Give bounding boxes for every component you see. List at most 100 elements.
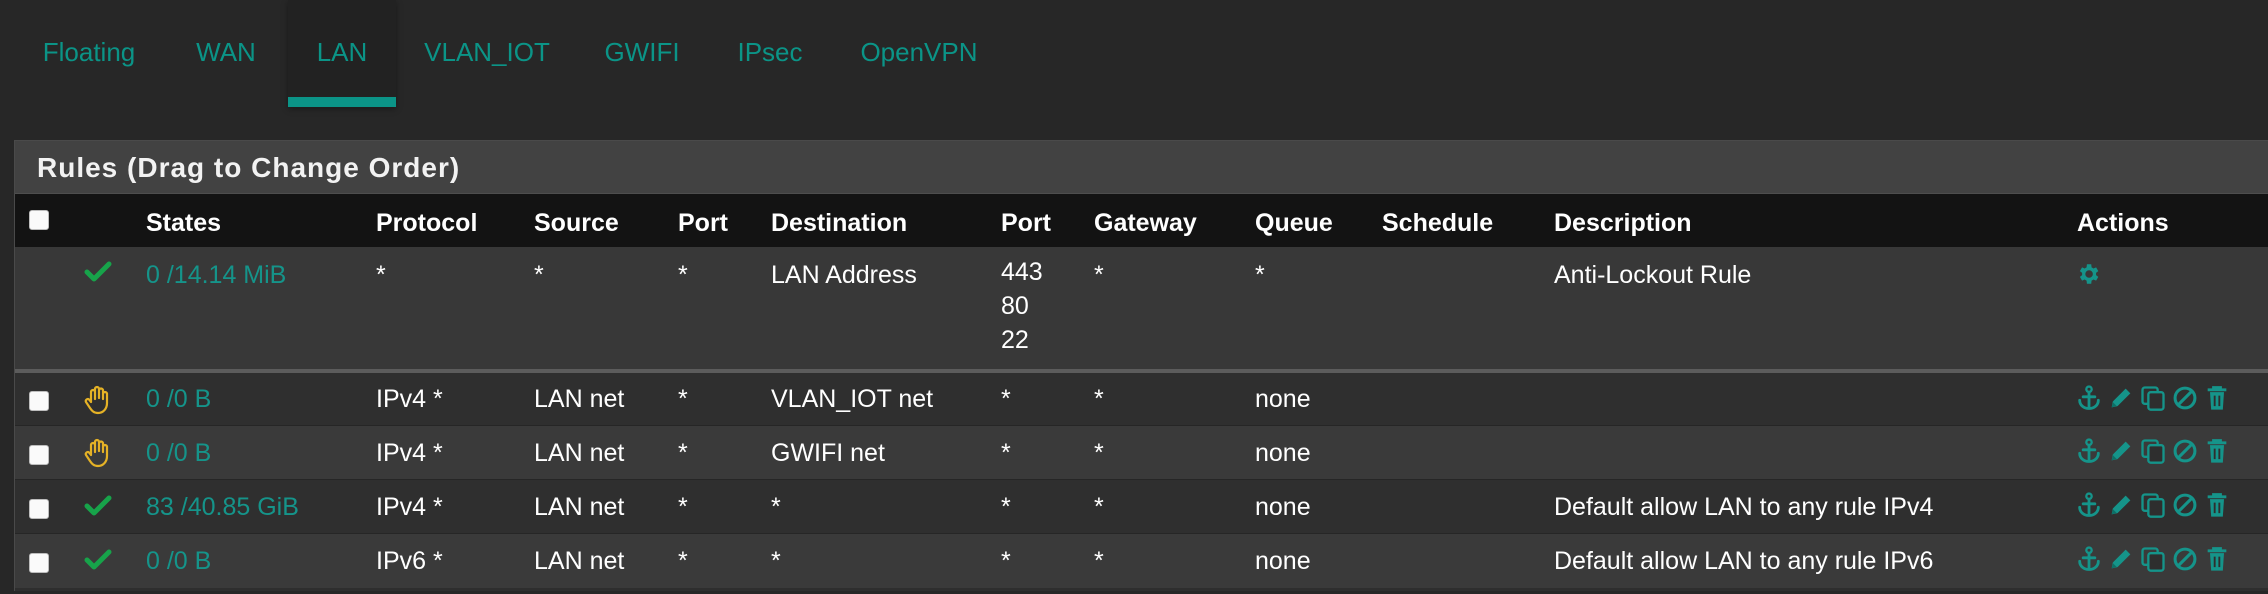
disable-icon[interactable] [2171,545,2199,573]
protocol-cell: * [376,261,386,289]
anchor-icon[interactable] [2075,545,2103,573]
states-link[interactable]: 0 /0 B [146,439,212,467]
header-gateway[interactable]: Gateway [1094,209,1197,237]
tab-floating[interactable]: Floating [42,36,136,67]
table-row-anti-lockout[interactable]: 0 /14.14 MiB * * * LAN Address 443 80 22… [15,247,2268,373]
tab-gwifi[interactable]: GWIFI [604,36,680,67]
pencil-icon[interactable] [2107,545,2135,573]
header-protocol[interactable]: Protocol [376,209,478,237]
states-link[interactable]: 0 /14.14 MiB [146,261,287,289]
disable-icon[interactable] [2171,384,2199,412]
queue-cell: none [1255,493,1311,521]
tab-wan[interactable]: WAN [196,36,256,67]
check-icon [84,495,112,516]
header-dest-port[interactable]: Port [1001,209,1051,237]
row-checkbox[interactable] [29,553,49,573]
header-description[interactable]: Description [1554,209,1692,237]
disable-icon[interactable] [2171,491,2199,519]
tab-bar: Floating WAN LAN VLAN_IOT GWIFI IPsec Op… [0,0,2268,107]
dest-port-cell: * [1001,385,1011,413]
trash-icon[interactable] [2203,545,2231,573]
table-row[interactable]: 83 /40.85 GiB IPv4 * LAN net * * * * non… [15,480,2268,534]
port-cell: * [678,439,688,467]
description-cell: Default allow LAN to any rule IPv4 [1554,493,1934,521]
anchor-icon[interactable] [2075,437,2103,465]
trash-icon[interactable] [2203,491,2231,519]
select-all-checkbox[interactable] [29,210,49,230]
states-link[interactable]: 83 /40.85 GiB [146,493,299,521]
source-cell: LAN net [534,439,625,467]
tab-vlan-iot[interactable]: VLAN_IOT [424,36,550,67]
pencil-icon[interactable] [2107,491,2135,519]
header-actions: Actions [2077,209,2169,237]
anchor-icon[interactable] [2075,491,2103,519]
port-cell: * [678,547,688,575]
header-port[interactable]: Port [678,209,728,237]
dest-port-value: 22 [1001,326,1029,354]
header-states[interactable]: States [146,209,222,237]
port-cell: * [678,261,688,289]
dest-port-cell: * [1001,493,1011,521]
gateway-cell: * [1094,493,1104,521]
destination-cell: VLAN_IOT net [771,385,934,413]
pencil-icon[interactable] [2107,384,2135,412]
table-row[interactable]: 0 /0 B IPv4 * LAN net * GWIFI net * * no… [15,426,2268,480]
protocol-cell: IPv4 * [376,385,443,413]
panel-title: Rules (Drag to Change Order) [37,152,461,183]
table-row[interactable]: 0 /0 B IPv4 * LAN net * VLAN_IOT net * *… [15,373,2268,426]
gateway-cell: * [1094,439,1104,467]
copy-icon[interactable] [2139,491,2167,519]
trash-icon[interactable] [2203,437,2231,465]
destination-cell: GWIFI net [771,439,885,467]
source-cell: LAN net [534,385,625,413]
dest-port-value: 80 [1001,292,1029,320]
header-schedule[interactable]: Schedule [1382,209,1494,237]
copy-icon[interactable] [2139,384,2167,412]
gateway-cell: * [1094,547,1104,575]
tab-lan[interactable]: LAN [288,0,396,107]
gateway-cell: * [1094,261,1104,289]
rules-panel: Rules (Drag to Change Order) States Prot… [14,140,2268,591]
port-cell: * [678,493,688,521]
description-cell: Anti-Lockout Rule [1554,261,1752,289]
dest-port-cell: * [1001,547,1011,575]
disable-icon[interactable] [2171,437,2199,465]
header-queue[interactable]: Queue [1255,209,1333,237]
gateway-cell: * [1094,385,1104,413]
trash-icon[interactable] [2203,384,2231,412]
hand-block-icon [84,438,109,468]
row-checkbox[interactable] [29,391,49,411]
dest-port-cell: * [1001,439,1011,467]
table-row[interactable]: 0 /0 B IPv6 * LAN net * * * * none Defau… [15,534,2268,588]
header-source[interactable]: Source [534,209,619,237]
tab-openvpn[interactable]: OpenVPN [860,36,978,67]
check-icon [84,549,112,570]
queue-cell: * [1255,261,1265,289]
destination-cell: LAN Address [771,261,917,289]
copy-icon[interactable] [2139,437,2167,465]
row-checkbox[interactable] [29,499,49,519]
queue-cell: none [1255,385,1311,413]
row-checkbox[interactable] [29,445,49,465]
anchor-icon[interactable] [2075,384,2103,412]
states-link[interactable]: 0 /0 B [146,547,212,575]
header-destination[interactable]: Destination [771,209,908,237]
tab-ipsec[interactable]: IPsec [737,36,803,67]
protocol-cell: IPv6 * [376,547,443,575]
hand-block-icon [84,385,109,415]
source-cell: LAN net [534,547,625,575]
protocol-cell: IPv4 * [376,439,443,467]
destination-cell: * [771,493,781,521]
check-icon [84,261,112,282]
description-cell: Default allow LAN to any rule IPv6 [1554,547,1934,575]
states-link[interactable]: 0 /0 B [146,385,212,413]
panel-heading: Rules (Drag to Change Order) [15,141,2268,194]
destination-cell: * [771,547,781,575]
dest-port-cell: 443 80 22 [1001,255,1043,357]
port-cell: * [678,385,688,413]
copy-icon[interactable] [2139,545,2167,573]
protocol-cell: IPv4 * [376,493,443,521]
source-cell: LAN net [534,493,625,521]
pencil-icon[interactable] [2107,437,2135,465]
gear-icon[interactable] [2075,261,2101,287]
